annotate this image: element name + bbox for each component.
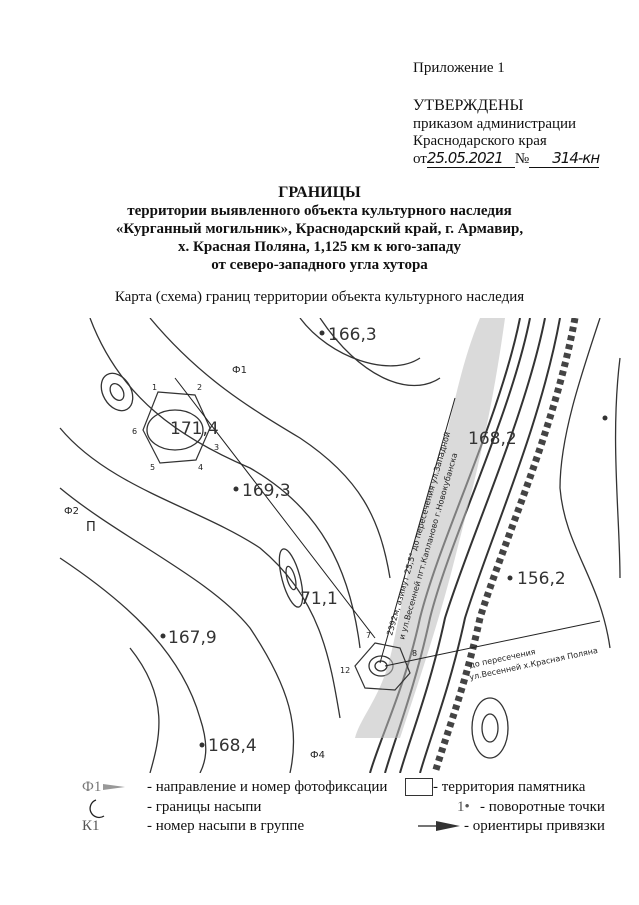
date-prefix: от	[413, 151, 427, 167]
page-title: ГРАНИЦЫ	[278, 184, 361, 201]
territory-icon	[405, 778, 433, 796]
elevation-label: 168,2	[468, 429, 517, 449]
elevation-label: 71,1	[300, 589, 338, 609]
title-line-5: от северо-западного угла хутора	[211, 257, 428, 273]
legend-points-symbol: 1•	[457, 799, 470, 815]
elevation-label: 168,4	[208, 736, 257, 756]
landmark-lines	[174, 377, 601, 667]
approval-number: 314-кн	[529, 150, 600, 168]
title-line-2: территории выявленного объекта культурно…	[127, 203, 512, 219]
title-line-4: х. Красная Поляна, 1,125 км к юго-западу	[178, 239, 461, 255]
turning-point: 12	[340, 666, 350, 675]
map-scheme: 166,3 171,4 169,3 71,1 167,9 168,4 168,2…	[59, 318, 621, 773]
annex-label: Приложение 1	[413, 60, 505, 76]
contour-lines	[59, 318, 621, 773]
legend-mound-label: - границы насыпи	[147, 799, 262, 815]
legend-photo-symbol: Ф1	[82, 779, 102, 795]
territory-boundary-1	[142, 391, 211, 464]
approval-date: 25.05.2021	[426, 150, 515, 168]
approval-line-2: Краснодарского края	[413, 133, 547, 149]
turning-point: 1	[152, 383, 157, 392]
legend-photo-label: - направление и номер фотофиксации	[147, 779, 388, 795]
elevation-label: 156,2	[517, 569, 566, 589]
turning-point: 2	[197, 383, 202, 392]
turning-point: 4	[198, 463, 203, 472]
number-prefix: №	[514, 151, 530, 167]
turning-point: 6	[132, 427, 137, 436]
landmark-arrow-icon	[418, 821, 460, 831]
turning-point: 3	[214, 443, 219, 452]
elevation-points	[160, 330, 608, 748]
elevation-label: 169,3	[242, 481, 291, 501]
turning-point: 8	[412, 649, 417, 658]
legend-number-symbol: К1	[82, 818, 100, 834]
turning-point-labels: 1 2 3 4 5 6 7 8 12	[132, 383, 417, 675]
approval-line-1: приказом администрации	[413, 116, 577, 132]
photo-points: Ф1 Ф2 Ф4 П	[64, 365, 325, 761]
title-line-3: «Курганный могильник», Краснодарский кра…	[115, 221, 524, 237]
photo-point-label: Ф1	[232, 365, 247, 376]
turning-point: 7	[366, 631, 371, 640]
mound-boundary-icon	[89, 799, 105, 819]
legend-landmarks-label: - ориентиры привязки	[464, 818, 605, 834]
boundary-polygons	[142, 391, 411, 691]
territory-boundary-2	[354, 642, 411, 691]
elevation-labels: 166,3 171,4 169,3 71,1 167,9 168,4 168,2…	[168, 325, 566, 756]
mark-label: П	[86, 520, 96, 535]
settlement-hatching	[355, 318, 505, 738]
map-caption: Карта (схема) границ территории объекта …	[114, 289, 525, 305]
approval-heading: УТВЕРЖДЕНЫ	[413, 97, 524, 114]
legend-number-label: - номер насыпи в группе	[147, 818, 305, 834]
photo-point-label: Ф2	[64, 506, 79, 517]
elevation-label: 167,9	[168, 628, 217, 648]
elevation-label: 166,3	[328, 325, 377, 345]
turning-point: 5	[150, 463, 155, 472]
photo-direction-icon	[103, 784, 125, 790]
legend-territory-label: - территория памятника	[433, 779, 586, 795]
railway-line	[431, 318, 579, 773]
elevation-label: 171,4	[170, 419, 219, 439]
photo-point-label: Ф4	[310, 750, 325, 761]
legend-points-label: - поворотные точки	[480, 799, 605, 815]
